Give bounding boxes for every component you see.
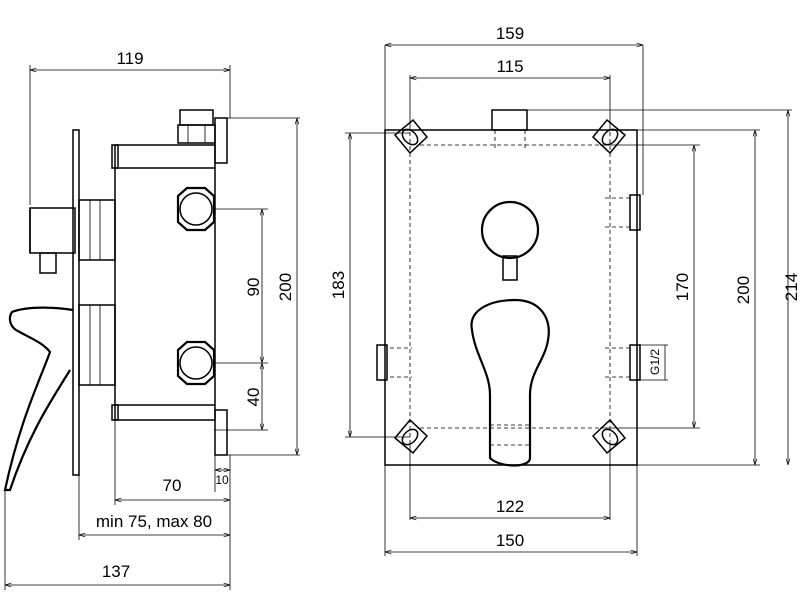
dim-10: 10 xyxy=(215,473,229,487)
side-connector-right-lower xyxy=(629,344,641,381)
lower-hex-nut xyxy=(176,340,216,386)
mounting-lug-top-right xyxy=(591,118,627,155)
front-view: 159 115 183 170 200 214 G1/2 122 150 xyxy=(329,24,800,556)
dim-90: 90 xyxy=(244,278,263,297)
dim-range: min 75, max 80 xyxy=(96,512,212,531)
valve-body xyxy=(114,144,216,421)
dim-70: 70 xyxy=(163,476,182,495)
dim-150: 150 xyxy=(496,531,524,550)
diverter-stem xyxy=(29,207,76,254)
thread-label: G1/2 xyxy=(648,349,662,375)
side-connector-right-upper xyxy=(629,194,641,231)
dim-214: 214 xyxy=(782,273,800,301)
diverter-stem-front xyxy=(502,255,518,281)
lever-handle xyxy=(3,306,74,492)
dim-170: 170 xyxy=(673,273,692,301)
dim-115: 115 xyxy=(496,57,523,76)
mounting-lug-top-left xyxy=(393,118,429,155)
front-lever xyxy=(470,298,550,467)
mounting-lug-bottom-right xyxy=(591,418,627,455)
dim-183: 183 xyxy=(329,271,348,299)
dim-200: 200 xyxy=(276,273,295,301)
upper-hex-nut xyxy=(176,186,216,232)
dim-122: 122 xyxy=(496,497,524,516)
top-outlet xyxy=(179,109,214,126)
side-connector-left xyxy=(376,344,388,381)
diverter-knob xyxy=(480,200,540,260)
mounting-lug-bottom-left xyxy=(393,418,429,455)
dim-119: 119 xyxy=(116,49,143,68)
dim-159: 159 xyxy=(496,24,524,43)
wall-plate xyxy=(72,129,80,476)
inner-outline xyxy=(409,125,611,440)
dim-200-front: 200 xyxy=(734,276,753,304)
dim-137: 137 xyxy=(102,562,130,581)
side-view: 119 90 200 40 70 10 min 75, max 80 137 xyxy=(3,49,300,590)
front-box xyxy=(384,129,638,466)
front-top-outlet xyxy=(491,109,528,131)
dim-40: 40 xyxy=(244,388,263,407)
bottom-outlet xyxy=(214,409,228,456)
